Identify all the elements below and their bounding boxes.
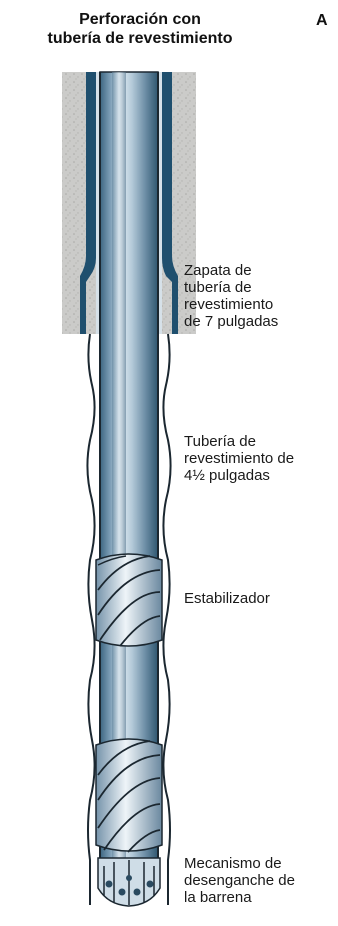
label-bit-release: Mecanismo de desenganche de la barrena: [184, 855, 295, 906]
outer-casing-left: [80, 72, 96, 334]
stabilizer-upper: [95, 553, 163, 647]
pipe-highlight: [112, 72, 126, 872]
drill-bit: [97, 857, 161, 907]
label-stabilizer: Estabilizador: [184, 590, 270, 607]
open-hole-wall-right: [162, 333, 172, 905]
label-casing-shoe: Zapata de tubería de revestimiento de 7 …: [184, 262, 279, 330]
open-hole-wall-left: [86, 333, 96, 905]
panel-letter: A: [316, 12, 328, 29]
title-line-2: tubería de revestimiento: [47, 30, 233, 47]
title-line-1: Perforación con: [79, 11, 201, 28]
stabilizer-lower: [95, 738, 163, 853]
label-casing-4-5: Tubería de revestimiento de 4½ pulgadas: [184, 433, 295, 484]
diagram-title: Perforación con tubería de revestimiento: [0, 10, 280, 48]
outer-casing-right: [162, 72, 178, 334]
